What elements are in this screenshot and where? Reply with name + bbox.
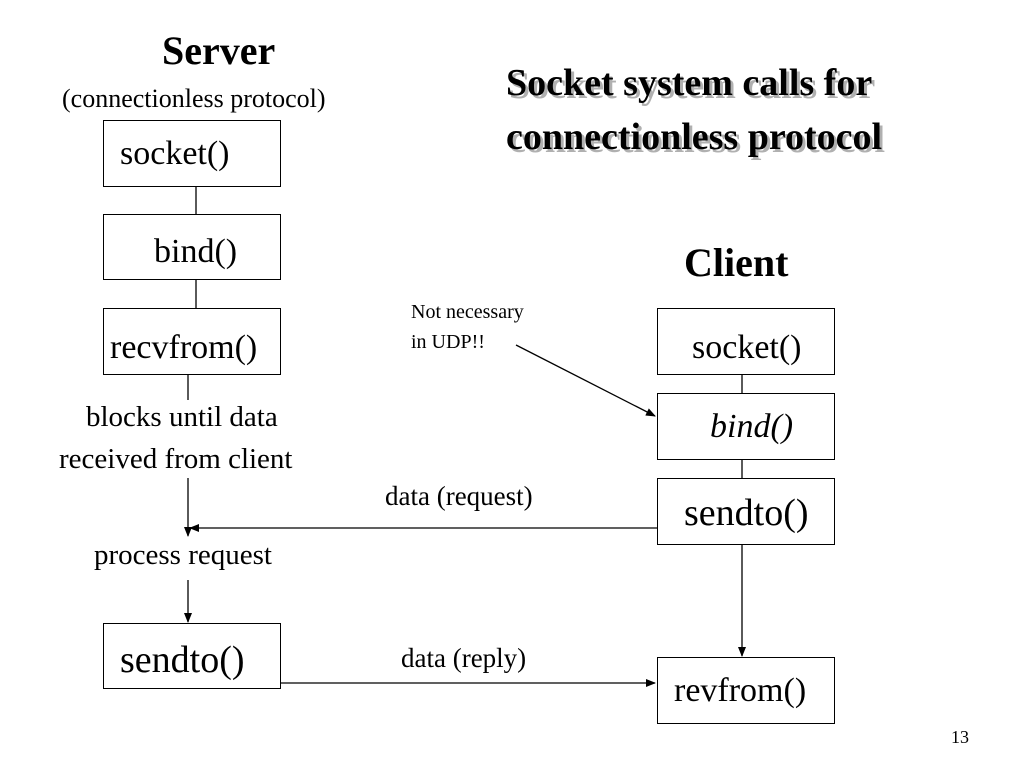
client-recvfrom-box: revfrom() bbox=[657, 657, 835, 724]
not-necessary-arrow bbox=[515, 344, 656, 417]
client-heading: Client bbox=[684, 240, 789, 285]
server-socket-label: socket() bbox=[120, 135, 230, 172]
server-sendto-label: sendto() bbox=[120, 639, 245, 681]
server-blocks-line1: blocks until data bbox=[86, 401, 278, 433]
server-blocks-line2: received from client bbox=[59, 443, 293, 475]
server-socket-box: socket() bbox=[103, 120, 281, 187]
page-number: 13 bbox=[951, 727, 969, 747]
server-heading: Server bbox=[162, 28, 276, 73]
client-bind-box: bind() bbox=[657, 393, 835, 460]
server-subheading: (connectionless protocol) bbox=[62, 84, 326, 113]
server-recvfrom-box: recvfrom() bbox=[103, 308, 281, 375]
client-recvfrom-label: revfrom() bbox=[674, 672, 807, 709]
client-bind-label: bind() bbox=[710, 408, 794, 445]
client-socket-label: socket() bbox=[692, 329, 802, 366]
data-request-label: data (request) bbox=[385, 481, 533, 511]
slide-title-line2: connectionless protocol bbox=[506, 116, 883, 158]
server-recvfrom-label: recvfrom() bbox=[110, 329, 258, 366]
not-necessary-line1: Not necessary bbox=[411, 301, 524, 323]
not-necessary-line2: in UDP!! bbox=[411, 331, 485, 353]
client-sendto-box: sendto() bbox=[657, 478, 835, 545]
client-sendto-label: sendto() bbox=[684, 492, 809, 534]
server-bind-label: bind() bbox=[154, 233, 238, 270]
slide-title-line1: Socket system calls for bbox=[506, 62, 873, 104]
server-bind-box: bind() bbox=[103, 214, 281, 280]
server-process-request: process request bbox=[94, 539, 272, 571]
server-sendto-box: sendto() bbox=[103, 623, 281, 689]
client-socket-box: socket() bbox=[657, 308, 835, 375]
data-reply-label: data (reply) bbox=[401, 643, 527, 673]
